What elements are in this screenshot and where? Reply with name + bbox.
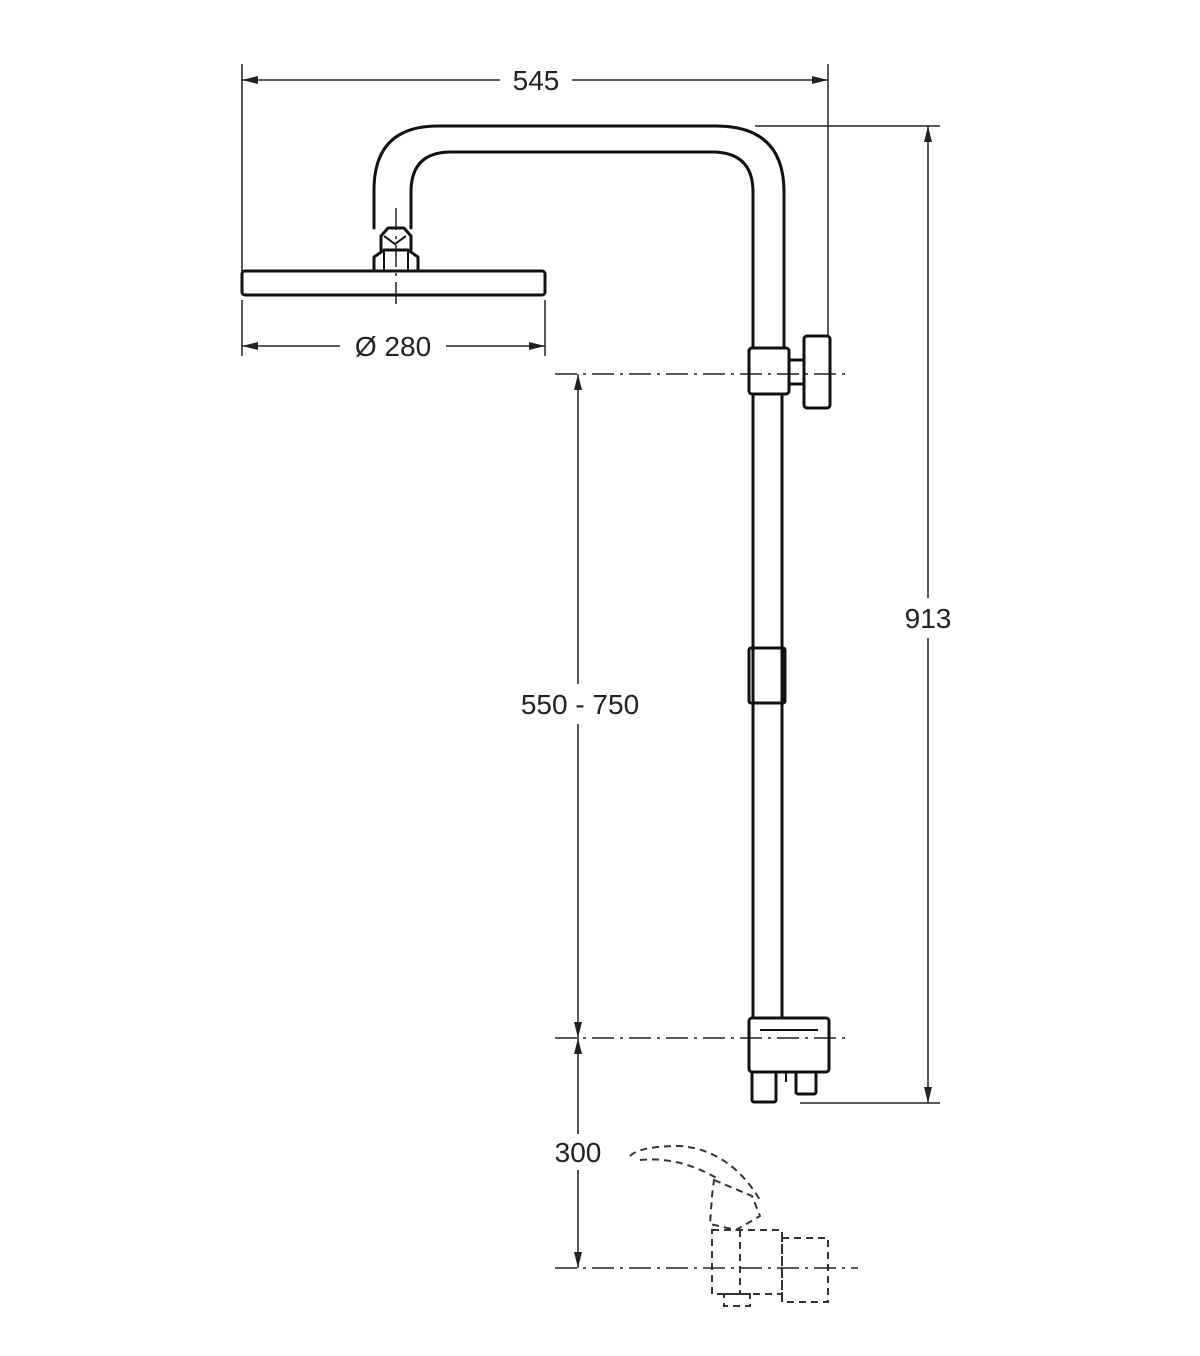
dimension-mixer-offset: 300 (544, 1038, 614, 1268)
dimension-overall-height: 913 (755, 125, 964, 1104)
center-lines (555, 373, 858, 1269)
dimension-head-diameter: Ø 280 (241, 300, 546, 362)
label-overall-width: 545 (513, 65, 560, 96)
dimension-adjustable-range: 550 - 750 (506, 374, 654, 1038)
label-adjustable-range: 550 - 750 (521, 689, 639, 720)
label-mixer-offset: 300 (555, 1137, 602, 1168)
riser-pipe (747, 392, 787, 1020)
bottom-connector (747, 1016, 831, 1104)
mixer-outline-hidden (629, 1144, 829, 1307)
shower-head (240, 208, 547, 306)
diverter-knob (747, 334, 832, 410)
label-head-diameter: Ø 280 (355, 331, 431, 362)
label-overall-height: 913 (905, 603, 952, 634)
dimension-overall-width: 545 (241, 64, 829, 336)
shower-arm (372, 124, 786, 350)
